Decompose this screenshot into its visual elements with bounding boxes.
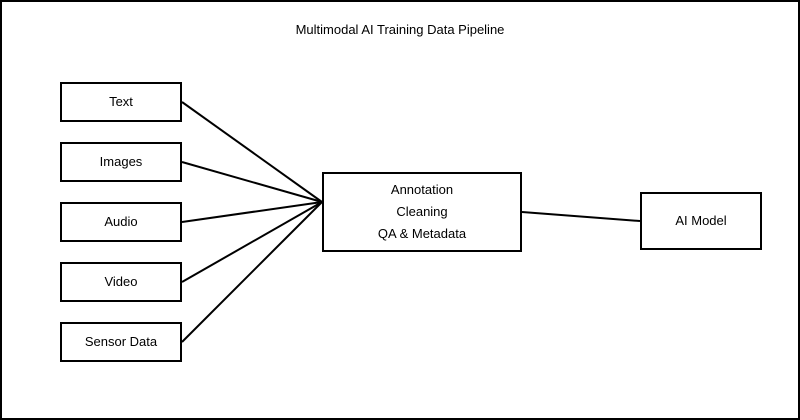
node-images: Images bbox=[60, 142, 182, 182]
node-video-label: Video bbox=[104, 274, 138, 289]
node-ai-model: AI Model bbox=[640, 192, 762, 250]
connector-sensor-to-process bbox=[181, 201, 323, 343]
node-processing-line-1: Annotation bbox=[390, 182, 454, 197]
node-sensor-data-label: Sensor Data bbox=[84, 334, 158, 349]
connector-video-to-process bbox=[181, 201, 323, 283]
node-images-label: Images bbox=[99, 154, 143, 169]
node-processing: Annotation Cleaning QA & Metadata bbox=[322, 172, 522, 252]
node-audio: Audio bbox=[60, 202, 182, 242]
connector-text-to-process bbox=[181, 101, 323, 203]
node-video: Video bbox=[60, 262, 182, 302]
node-text: Text bbox=[60, 82, 182, 122]
node-processing-line-2: Cleaning bbox=[396, 204, 448, 219]
connector-audio-to-process bbox=[181, 201, 323, 223]
connector-images-to-process bbox=[181, 161, 323, 203]
diagram-title: Multimodal AI Training Data Pipeline bbox=[295, 22, 505, 37]
node-text-label: Text bbox=[109, 94, 133, 109]
connector-process-to-model bbox=[521, 211, 641, 222]
node-sensor-data: Sensor Data bbox=[60, 322, 182, 362]
node-audio-label: Audio bbox=[104, 214, 138, 229]
node-processing-line-3: QA & Metadata bbox=[377, 226, 467, 241]
node-ai-model-label: AI Model bbox=[675, 213, 727, 228]
